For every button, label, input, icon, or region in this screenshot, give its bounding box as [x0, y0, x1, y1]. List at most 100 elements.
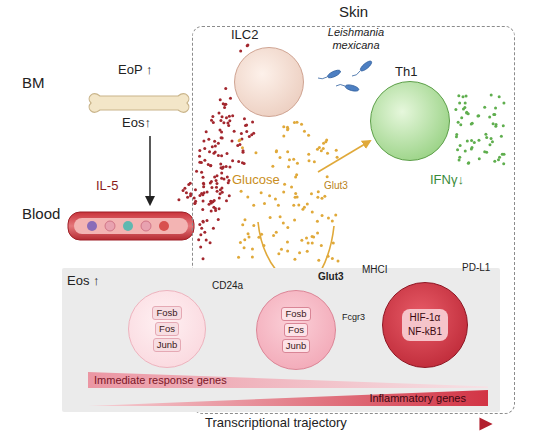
cytokine-dots	[215, 186, 218, 189]
cytokine-dots	[216, 174, 219, 177]
cytokine-dots	[251, 121, 254, 124]
cytokine-dots	[322, 147, 325, 150]
bone	[89, 94, 189, 112]
cytokine-dots	[293, 218, 296, 221]
cytokine-dots	[278, 156, 281, 159]
cytokine-dots	[219, 163, 222, 166]
cytokine-dots	[320, 197, 323, 200]
cytokine-dots	[294, 176, 297, 179]
cytokine-dots	[202, 140, 205, 143]
gene-name: HIF-1α	[410, 312, 441, 325]
band-shape	[88, 372, 488, 388]
cytokine-dots	[307, 241, 310, 244]
gene-name: Fosb	[281, 307, 310, 321]
cytokine-dots	[213, 140, 216, 143]
migration-arrow	[150, 136, 151, 204]
cytokine-dots	[228, 165, 231, 168]
cytokine-dots	[490, 137, 493, 140]
axis-label: Transcriptional trajectory	[201, 415, 351, 431]
cytokine-dots	[239, 241, 242, 244]
cytokine-dots	[313, 160, 316, 163]
annotation-label: Leishmania mexicana	[318, 26, 394, 52]
cytokine-dots	[288, 158, 291, 161]
cytokine-dots	[286, 250, 289, 253]
cytokine-dots	[317, 259, 320, 262]
cytokine-dots	[269, 216, 272, 219]
cytokine-dots	[277, 204, 280, 207]
cytokine-dots	[488, 116, 491, 119]
gene-name: Junb	[282, 339, 311, 353]
cytokine-dots	[228, 115, 231, 118]
cytokine-dots	[205, 130, 208, 133]
cytokine-dots	[206, 191, 209, 194]
nucleus: FosbFosJunb	[152, 306, 181, 352]
cytokine-dots	[280, 248, 283, 251]
cytokine-dots	[242, 149, 245, 152]
cytokine-dots	[458, 102, 461, 105]
cytokine-dots	[293, 258, 296, 261]
cytokine-dots	[221, 166, 224, 169]
cytokine-dots	[215, 182, 218, 185]
cytokine-dots	[202, 220, 205, 223]
cytokine-dots	[237, 160, 240, 163]
cytokine-dots	[296, 121, 299, 124]
cytokine-dots	[230, 140, 233, 143]
cytokine-dots	[458, 156, 461, 159]
cytokine-dots	[477, 114, 480, 117]
cytokine-dots	[202, 199, 205, 202]
cytokine-dots	[219, 98, 222, 101]
cytokine-dots	[466, 139, 469, 142]
nucleus: HIF-1αNF-kB1	[402, 309, 448, 341]
cytokine-dots	[241, 223, 244, 226]
cytokine-dots	[500, 135, 503, 138]
cytokine-dots	[271, 165, 274, 168]
cytokine-dots	[222, 121, 225, 124]
cytokine-dots	[488, 143, 491, 146]
cytokine-dots	[215, 179, 218, 182]
cytokine-dots	[214, 145, 217, 148]
cytokine-dots	[334, 214, 337, 217]
cytokine-dots	[317, 190, 320, 193]
cytokine-dots	[225, 199, 228, 202]
parasite	[318, 77, 327, 79]
cytokine-dots	[467, 161, 470, 164]
cytokine-dots	[217, 142, 220, 145]
gene-name: NF-kB1	[408, 326, 442, 339]
cytokine-dots	[219, 188, 222, 191]
cytokine-dots	[198, 223, 201, 226]
cytokine-dots	[218, 196, 221, 199]
cytokine-dots	[203, 159, 206, 162]
cytokine-dots	[294, 196, 297, 199]
cytokine-dots	[200, 171, 203, 174]
cytokine-dots	[225, 165, 228, 168]
cytokine-dots	[238, 138, 241, 141]
cytokine-dots	[292, 204, 295, 207]
cytokine-dots	[221, 167, 224, 170]
annotation-label: IL-5	[96, 178, 118, 194]
cytokine-dots	[246, 44, 249, 47]
cytokine-dots	[237, 256, 240, 259]
parasite	[327, 69, 342, 80]
gene-name: Fos	[155, 322, 179, 336]
cytokine-dots	[294, 192, 297, 195]
band-shape	[88, 390, 488, 406]
cytokine-dots	[243, 218, 246, 221]
cytokine-dots	[331, 219, 334, 222]
cytokine-dots	[311, 241, 314, 244]
cytokine-dots	[290, 186, 293, 189]
cytokine-dots	[303, 130, 306, 133]
cytokine-dots	[213, 199, 216, 202]
node-heading: Th1	[395, 64, 417, 79]
cytokine-dots	[220, 154, 223, 157]
cytokine-dots	[202, 185, 205, 188]
cytokine-dots	[312, 235, 315, 238]
cytokine-dots	[247, 232, 250, 235]
annotation-label: Eos↑	[122, 115, 151, 131]
cytokine-dots	[220, 136, 223, 139]
cytokine-dots	[198, 149, 201, 152]
cytokine-dots	[248, 135, 251, 138]
cytokine-dots	[231, 114, 234, 117]
cytokine-dots	[457, 121, 460, 124]
blood-vessel	[141, 221, 151, 231]
cytokine-dots	[198, 194, 201, 197]
